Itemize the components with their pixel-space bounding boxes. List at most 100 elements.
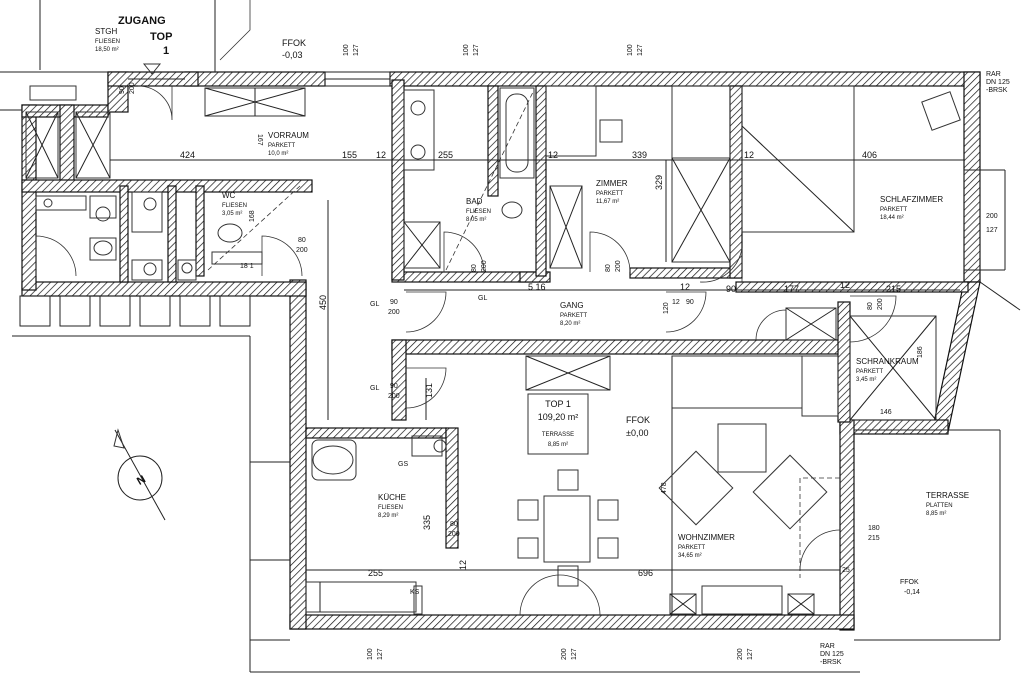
dim: 18 1 (240, 263, 254, 270)
ks-mark: KS (410, 589, 420, 596)
room-gang-area: 8,20 m² (560, 321, 580, 327)
rar1-label: RAR (986, 71, 1001, 78)
dim: 215 (886, 284, 901, 294)
opening-height: 127 (637, 44, 644, 56)
dim: 90 (726, 284, 736, 294)
room-stgh-name: STGH (95, 27, 117, 36)
room-wohn-floor: PARKETT (678, 545, 706, 551)
opening-width: 200 (561, 648, 568, 660)
rar2-dn: DN 125 (820, 651, 844, 658)
dim: 12 (376, 150, 386, 160)
dim: 90 (686, 299, 694, 306)
room-vorraum-floor: PARKETT (268, 143, 296, 149)
room-schrank-floor: PARKETT (856, 369, 884, 375)
rar2-label: RAR (820, 643, 835, 650)
room-terrasse-area: 8,85 m² (926, 511, 946, 517)
opening-width: 90 (390, 299, 398, 306)
unit-info-box: TOP 1 109,20 m² TERRASSE 8,85 m² (527, 393, 589, 455)
entrance-label: ZUGANG (118, 15, 166, 27)
room-zimmer-area: 11,67 m² (596, 199, 619, 205)
unit-title: TOP 1 (545, 399, 571, 409)
room-terrasse-name: TERRASSE (926, 491, 969, 500)
room-bad-floor: FLIESEN (466, 209, 491, 215)
opening-height: 200 (481, 260, 488, 272)
dim: 25 (842, 567, 850, 574)
opening-height: 200 (448, 531, 460, 538)
level-center-value: ±0,00 (626, 428, 648, 438)
dim: 329 (654, 175, 664, 190)
dimensions: 424 155 12 255 12 339 12 406 329 450 5 1… (180, 134, 924, 578)
opening-width: 100 (463, 44, 470, 56)
opening-width: 200 (986, 213, 998, 220)
dim: 12 (744, 150, 754, 160)
unit-area: 109,20 m² (538, 412, 579, 422)
opening-height: 127 (473, 44, 480, 56)
opening-width: 80 (471, 264, 478, 272)
opening-height: 215 (868, 535, 880, 542)
room-schrank-name: SCHRANKRAUM (856, 357, 919, 366)
dim: 146 (880, 409, 892, 416)
room-zimmer-name: ZIMMER (596, 179, 628, 188)
unit-terrace-area: 8,85 m² (548, 442, 568, 448)
room-wohn-area: 34,65 m² (678, 553, 702, 559)
opening-height: 127 (353, 44, 360, 56)
opening-height: 127 (747, 648, 754, 660)
opening-width: 100 (627, 44, 634, 56)
room-wc-area: 3,05 m² (222, 211, 242, 217)
room-labels: STGH FLIESEN 18,50 m² VORRAUM PARKETT 10… (95, 27, 969, 559)
level-entry-label: FFOK (282, 38, 306, 48)
dim: 12 (548, 150, 558, 160)
dim: 12 (680, 282, 690, 292)
fixtures (0, 0, 1021, 673)
level-center-label: FFOK (626, 415, 650, 425)
room-bad-area: 8,05 m² (466, 217, 486, 223)
dim: 12 (840, 280, 850, 290)
dim: 167 (256, 134, 263, 146)
opening-labels: 100 127 100 127 100 127 90 200 80 200 80… (119, 44, 998, 660)
walls (21, 71, 981, 631)
room-schlaf-name: SCHLAFZIMMER (880, 195, 943, 204)
rar1-brsk: -BRSK (986, 87, 1008, 94)
level-terrace-value: -0,14 (904, 589, 920, 596)
room-schlaf-floor: PARKETT (880, 207, 908, 213)
room-schlaf-area: 18,44 m² (880, 215, 904, 221)
dim: 168 (249, 210, 256, 222)
room-zimmer-floor: PARKETT (596, 191, 624, 197)
opening-height: 127 (377, 648, 384, 660)
dim: 696 (638, 568, 653, 578)
dim: 120 (663, 302, 670, 314)
opening-width: 80 (605, 264, 612, 272)
room-vorraum-name: VORRAUM (268, 131, 309, 140)
room-kueche-name: KÜCHE (378, 493, 406, 502)
opening-height: 200 (388, 309, 400, 316)
room-wc-name: WC (222, 191, 236, 200)
room-wohn-name: WOHNZIMMER (678, 533, 735, 542)
room-bad-name: BAD (466, 197, 483, 206)
dim: 335 (422, 515, 432, 530)
opening-width: 100 (343, 44, 350, 56)
dim: 155 (342, 150, 357, 160)
north-arrow-icon: N (113, 428, 166, 521)
opening-width: 100 (367, 648, 374, 660)
room-schrank-area: 3,45 m² (856, 377, 876, 383)
opening-width: 80 (450, 521, 458, 528)
rar1-dn: DN 125 (986, 79, 1010, 86)
dim: 186 (917, 346, 924, 358)
opening-width: 90 (119, 86, 126, 94)
dim: 424 (180, 150, 195, 160)
room-kueche-floor: FLIESEN (378, 505, 403, 511)
room-kueche-area: 8,29 m² (378, 513, 398, 519)
opening-width: 180 (868, 525, 880, 532)
gs-mark: GS (398, 461, 408, 468)
opening-height: 200 (296, 247, 308, 254)
entrance-top: TOP (150, 31, 172, 43)
room-gang-floor: PARKETT (560, 313, 588, 319)
dim: 12 (672, 299, 680, 306)
dim: 5 16 (528, 282, 546, 292)
entrance-num: 1 (163, 45, 169, 57)
room-stgh-area: 18,50 m² (95, 47, 119, 53)
unit-terrace-label: TERRASSE (542, 432, 574, 438)
opening-height: 200 (388, 393, 400, 400)
dim: 177 (784, 284, 799, 294)
